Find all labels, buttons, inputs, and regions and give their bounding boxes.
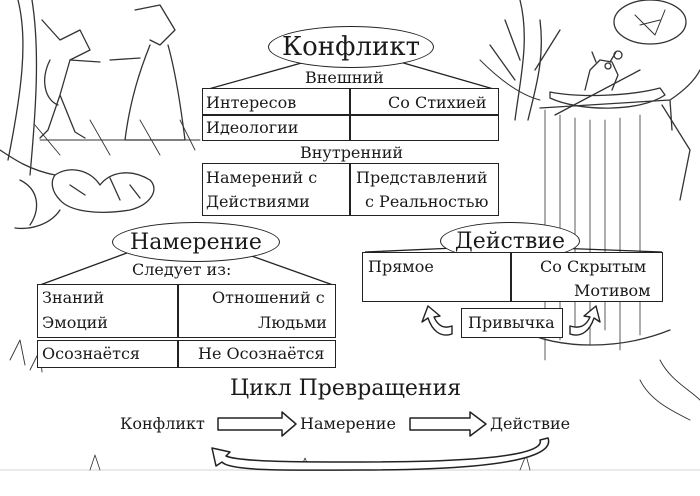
external-label: Внешний: [305, 68, 384, 87]
external-cell-ideology: Идеологии: [206, 118, 299, 137]
internal-label: Внутренний: [300, 143, 404, 162]
action-direct: Прямое: [368, 257, 434, 276]
internal-right-line1: Представлений: [356, 168, 488, 187]
intention-subtitle: Следует из:: [132, 260, 232, 279]
cycle-step-intention: Намерение: [300, 414, 396, 433]
action-types-table: [362, 252, 663, 302]
cycle-step-conflict: Конфликт: [120, 414, 205, 433]
intention-sources-table: [37, 284, 336, 338]
conflict-connector: [204, 61, 498, 91]
intention-unconscious: Не Осознаётся: [198, 344, 325, 363]
internal-right-line2: с Реальностью: [365, 192, 489, 211]
internal-left-line2: Действиями: [206, 192, 310, 211]
cycle-step-action: Действие: [490, 414, 571, 433]
intention-cell-relations-1: Отношений с: [212, 288, 325, 307]
intention-title-oval: Намерение: [112, 222, 280, 262]
intention-cell-emotions: Эмоций: [42, 313, 108, 332]
boat-icon: [549, 51, 666, 116]
habit-left-arrow-icon: [421, 305, 453, 336]
habit-label: Привычка: [468, 313, 555, 332]
action-title: Действие: [454, 228, 566, 254]
habit-box: [461, 308, 563, 338]
cycle-title: Цикл Превращения: [230, 376, 462, 401]
cycle-return-arrow-icon: [211, 437, 550, 471]
thought-bubble-icon: [604, 0, 687, 70]
intention-cell-knowledge: Знаний: [42, 288, 105, 307]
fox-figure-icon: [39, 19, 101, 139]
conflict-title-oval: Конфликт: [268, 26, 434, 68]
wizard-figure-icon: [109, 4, 186, 141]
external-conflict-table: [202, 88, 499, 141]
intention-awareness-table: [37, 340, 336, 368]
external-cell-interests: Интересов: [206, 93, 297, 112]
cycle-arrow-2-icon: [409, 411, 487, 437]
conflict-title: Конфликт: [282, 32, 420, 62]
intention-title: Намерение: [130, 229, 262, 255]
internal-conflict-table: [202, 163, 499, 216]
external-cell-elements: Со Стихией: [388, 93, 487, 112]
cycle-arrow-1-icon: [217, 411, 297, 437]
action-hidden-motive-1: Со Скрытым: [540, 257, 647, 276]
habit-right-arrow-icon: [569, 305, 601, 336]
creature-icon: [51, 169, 155, 213]
internal-left-line1: Намерений с: [206, 168, 318, 187]
action-hidden-motive-2: Мотивом: [574, 281, 651, 300]
intention-conscious: Осознаётся: [42, 344, 141, 363]
intention-cell-relations-2: Людьми: [258, 313, 327, 332]
